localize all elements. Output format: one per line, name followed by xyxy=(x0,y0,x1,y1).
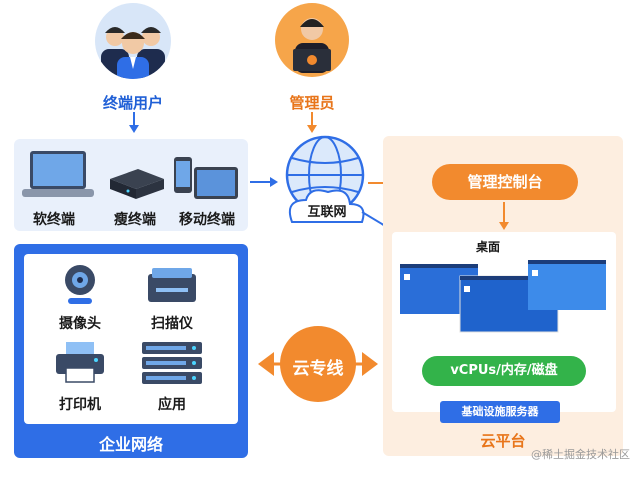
thin-terminal-label: 瘦终端 xyxy=(114,212,156,228)
enterprise-item-application: 应用 xyxy=(158,397,186,413)
desktop-label: 桌面 xyxy=(475,240,500,254)
internet-label: 互联网 xyxy=(307,205,347,220)
laptop-icon xyxy=(22,151,94,197)
enterprise-network-title: 企业网络 xyxy=(98,435,163,454)
thin-client-icon xyxy=(110,169,164,199)
admin-label: 管理员 xyxy=(289,94,335,112)
internet-globe xyxy=(270,130,380,234)
arrow-down-icon xyxy=(127,112,141,138)
desktop-screens-icon xyxy=(400,260,606,333)
printer-icon xyxy=(56,342,104,383)
mobile-devices-icon xyxy=(174,157,238,199)
arrow-down-icon xyxy=(497,202,511,236)
end-users-avatar xyxy=(95,3,171,79)
arrow-right-icon xyxy=(250,174,280,193)
enterprise-item-scanner: 扫描仪 xyxy=(151,316,193,332)
cloud-line-label: 云专线 xyxy=(292,359,344,379)
watermark: @稀土掘金技术社区 xyxy=(531,448,630,461)
enterprise-inner-card xyxy=(24,254,238,424)
end-users-label: 终端用户 xyxy=(102,94,163,112)
desktop-card: 桌面 vCPUs/内存/磁盘 xyxy=(392,232,616,412)
resources-pill: vCPUs/内存/磁盘 xyxy=(422,356,586,386)
camera-icon xyxy=(65,265,95,304)
cloud-line-arrow xyxy=(256,322,380,410)
enterprise-item-camera: 摄像头 xyxy=(59,316,101,332)
soft-terminal-label: 软终端 xyxy=(33,212,75,228)
mobile-terminal-label: 移动终端 xyxy=(179,212,235,228)
infra-server-bar: 基础设施服务器 xyxy=(440,401,560,423)
scanner-icon xyxy=(148,268,196,302)
admin-icon xyxy=(293,18,331,73)
management-console-button[interactable]: 管理控制台 xyxy=(432,164,578,200)
cloud-platform-label: 云平台 xyxy=(480,432,526,450)
users-group-icon xyxy=(101,27,165,79)
terminals-panel: 软终端 瘦终端 移动终端 xyxy=(14,139,248,231)
enterprise-item-printer: 打印机 xyxy=(59,397,101,413)
server-rack-icon xyxy=(142,342,202,384)
arrow-down-icon xyxy=(305,112,319,138)
admin-avatar xyxy=(275,3,349,77)
globe-icon xyxy=(285,135,365,223)
